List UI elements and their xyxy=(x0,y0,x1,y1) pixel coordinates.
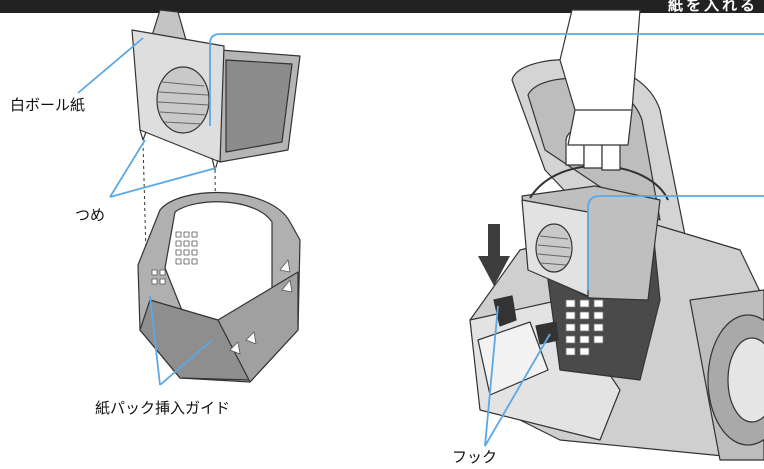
callout-lines xyxy=(77,33,764,447)
down-arrow-icon xyxy=(478,224,510,286)
vacuum-cleaner xyxy=(469,9,764,461)
paper-bag-guide-basket xyxy=(137,191,301,383)
header-title: 紙を入れる xyxy=(667,0,758,14)
label-paper-bag-guide: 紙パック挿入ガイド xyxy=(95,399,231,417)
white-cardboard-part xyxy=(131,9,301,171)
label-tabs: つめ xyxy=(75,206,106,224)
label-hooks: フック xyxy=(452,448,498,466)
label-white-cardboard: 白ボール紙 xyxy=(10,96,86,114)
